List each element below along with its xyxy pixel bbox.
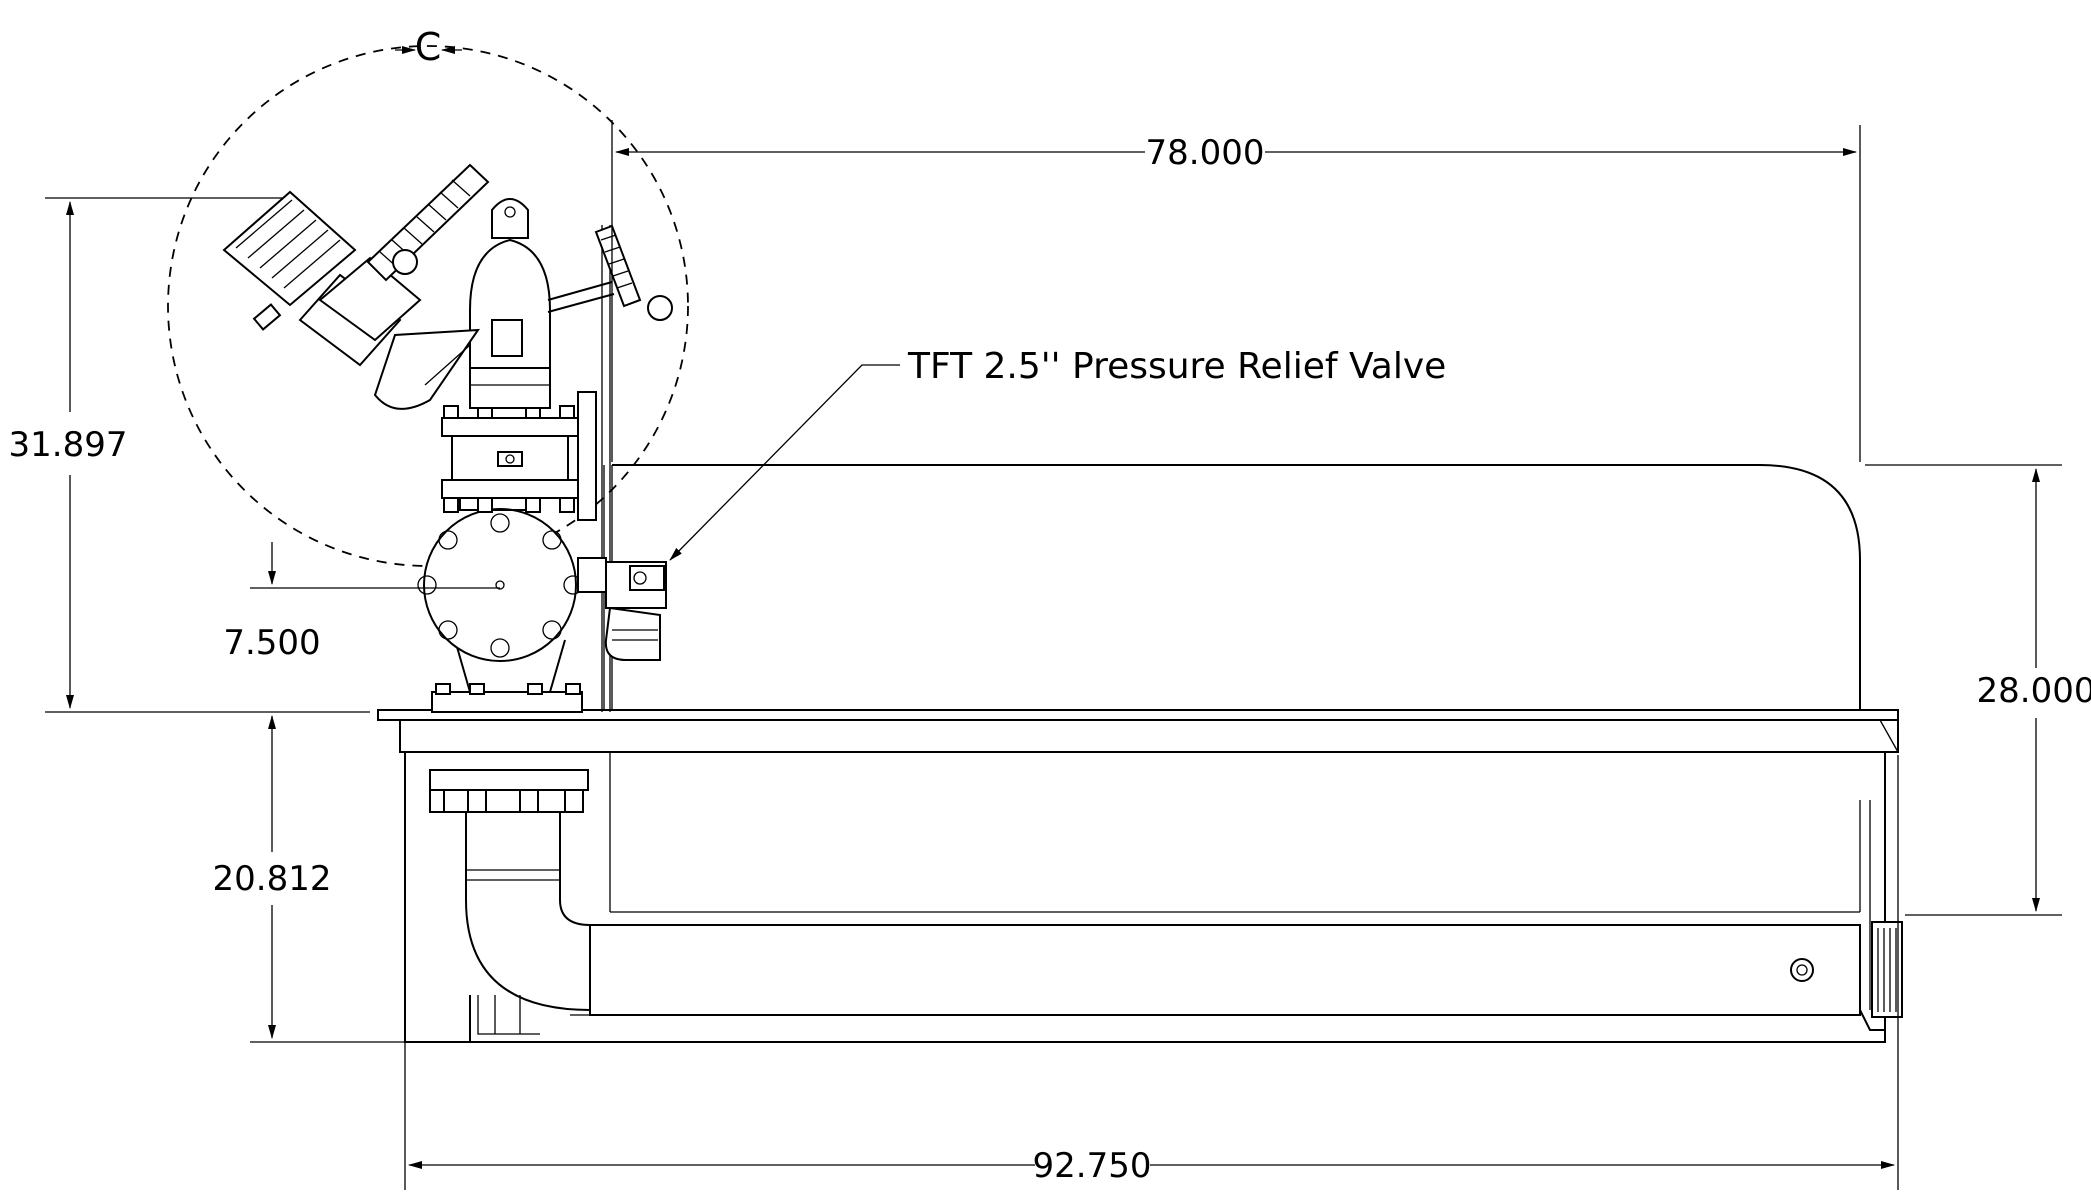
manifold-body xyxy=(417,225,611,713)
outlet-threads xyxy=(1877,928,1897,1012)
tank-body xyxy=(377,464,1903,1043)
valve-flange-bolts xyxy=(443,405,575,513)
dim-total-height-label: 31.897 xyxy=(9,425,128,465)
inlet-pipe xyxy=(429,769,591,1011)
detail-circle-c xyxy=(167,45,689,567)
dim-outlet-height xyxy=(250,715,470,1043)
dim-tank-length xyxy=(611,120,1861,462)
flange-bolts-base xyxy=(435,683,581,695)
pressure-relief-valve xyxy=(577,557,667,661)
dim-outlet-height-label: 20.812 xyxy=(213,859,332,899)
dim-tank-height xyxy=(1865,464,2062,916)
flange-bolts-lower xyxy=(429,789,584,813)
detail-label: C xyxy=(415,25,442,69)
monitor-assembly xyxy=(222,163,673,410)
dim-overall-length xyxy=(404,755,1899,1190)
pressure-relief-valve-callout: TFT 2.5'' Pressure Relief Valve xyxy=(907,346,1446,387)
fog-nozzle-teeth xyxy=(235,199,341,289)
dim-tank-height-label: 28.000 xyxy=(1977,671,2091,711)
dim-tank-length-label: 78.000 xyxy=(1146,133,1265,173)
dim-overall-length-label: 92.750 xyxy=(1033,1146,1152,1186)
dim-offset-label: 7.500 xyxy=(223,623,320,663)
dim-total-height xyxy=(45,197,370,713)
dim-offset xyxy=(250,542,500,589)
